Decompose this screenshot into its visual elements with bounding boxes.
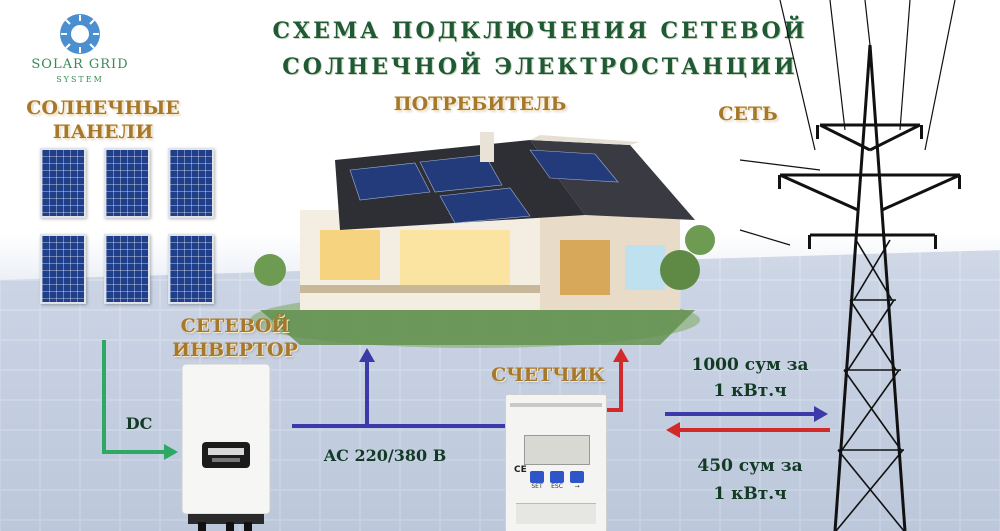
dc-label: DC bbox=[125, 414, 153, 433]
diagram-title-line1: СХЕМА ПОДКЛЮЧЕНИЯ СЕТЕВОЙ bbox=[272, 18, 808, 44]
solar-panel bbox=[168, 148, 214, 218]
solar-panel bbox=[40, 148, 86, 218]
sun-logo-icon bbox=[60, 14, 100, 54]
sell-price-line2: 1 кВт.ч bbox=[713, 381, 787, 401]
grid-label: СЕТЬ bbox=[718, 103, 778, 125]
meter-button-next: → bbox=[570, 471, 584, 490]
inverter-label-line1: СЕТЕВОЙ bbox=[180, 315, 290, 337]
meter-button-esc-key bbox=[550, 471, 564, 483]
meter-button-set: SET bbox=[530, 471, 544, 490]
sell-price-label: 1000 сум за 1 кВт.ч bbox=[665, 352, 835, 404]
dc-arrow bbox=[102, 340, 178, 460]
house-illustration bbox=[250, 132, 715, 348]
solar-panels-label-line2: ПАНЕЛИ bbox=[52, 121, 154, 143]
meter-button-set-label: SET bbox=[531, 483, 543, 490]
export-arrow bbox=[604, 348, 629, 412]
meter-display bbox=[524, 435, 590, 465]
meter-buttons: SET ESC → bbox=[530, 471, 584, 490]
buy-price-line2: 1 кВт.ч bbox=[713, 484, 787, 504]
solar-panel bbox=[168, 234, 214, 304]
meter-ce-mark: CE bbox=[514, 465, 527, 475]
meter-button-set-key bbox=[530, 471, 544, 483]
meter-button-next-key bbox=[570, 471, 584, 483]
meter-button-esc: ESC bbox=[550, 471, 564, 490]
meter-terminals bbox=[516, 503, 596, 524]
solar-panel bbox=[104, 148, 150, 218]
ac-label: AC 220/380 В bbox=[323, 446, 447, 465]
logo-brand: SOLAR GRID bbox=[31, 57, 129, 72]
meter-button-next-label: → bbox=[574, 483, 580, 490]
consumer-label: ПОТРЕБИТЕЛЬ bbox=[393, 93, 567, 115]
energy-meter-device: CE SET ESC → bbox=[505, 394, 607, 531]
inverter-label: СЕТЕВОЙ ИНВЕРТОР bbox=[160, 314, 310, 362]
inverter-label-line2: ИНВЕРТОР bbox=[172, 339, 298, 361]
meter-top-strip bbox=[510, 403, 602, 407]
power-tower-icon bbox=[739, 0, 961, 531]
sell-price-line1: 1000 сум за bbox=[691, 355, 809, 375]
ac-arrow bbox=[292, 348, 520, 434]
solar-panels-label-line1: СОЛНЕЧНЫЕ bbox=[26, 97, 180, 119]
solar-panel bbox=[40, 234, 86, 304]
buy-price-label: 450 сум за 1 кВт.ч bbox=[665, 452, 835, 508]
meter-button-esc-label: ESC bbox=[551, 483, 563, 490]
diagram-title-line2: СОЛНЕЧНОЙ ЭЛЕКТРОСТАНЦИИ bbox=[282, 54, 798, 80]
logo-subtitle: SYSTEM bbox=[56, 75, 104, 84]
inverter-device-icon bbox=[181, 363, 271, 531]
solar-panels-label: СОЛНЕЧНЫЕ ПАНЕЛИ bbox=[18, 96, 188, 144]
solar-panel bbox=[104, 234, 150, 304]
sell-arrow bbox=[665, 406, 828, 422]
buy-arrow bbox=[666, 422, 830, 438]
meter-label: СЧЕТЧИК bbox=[491, 364, 605, 386]
buy-price-line1: 450 сум за bbox=[697, 456, 803, 476]
